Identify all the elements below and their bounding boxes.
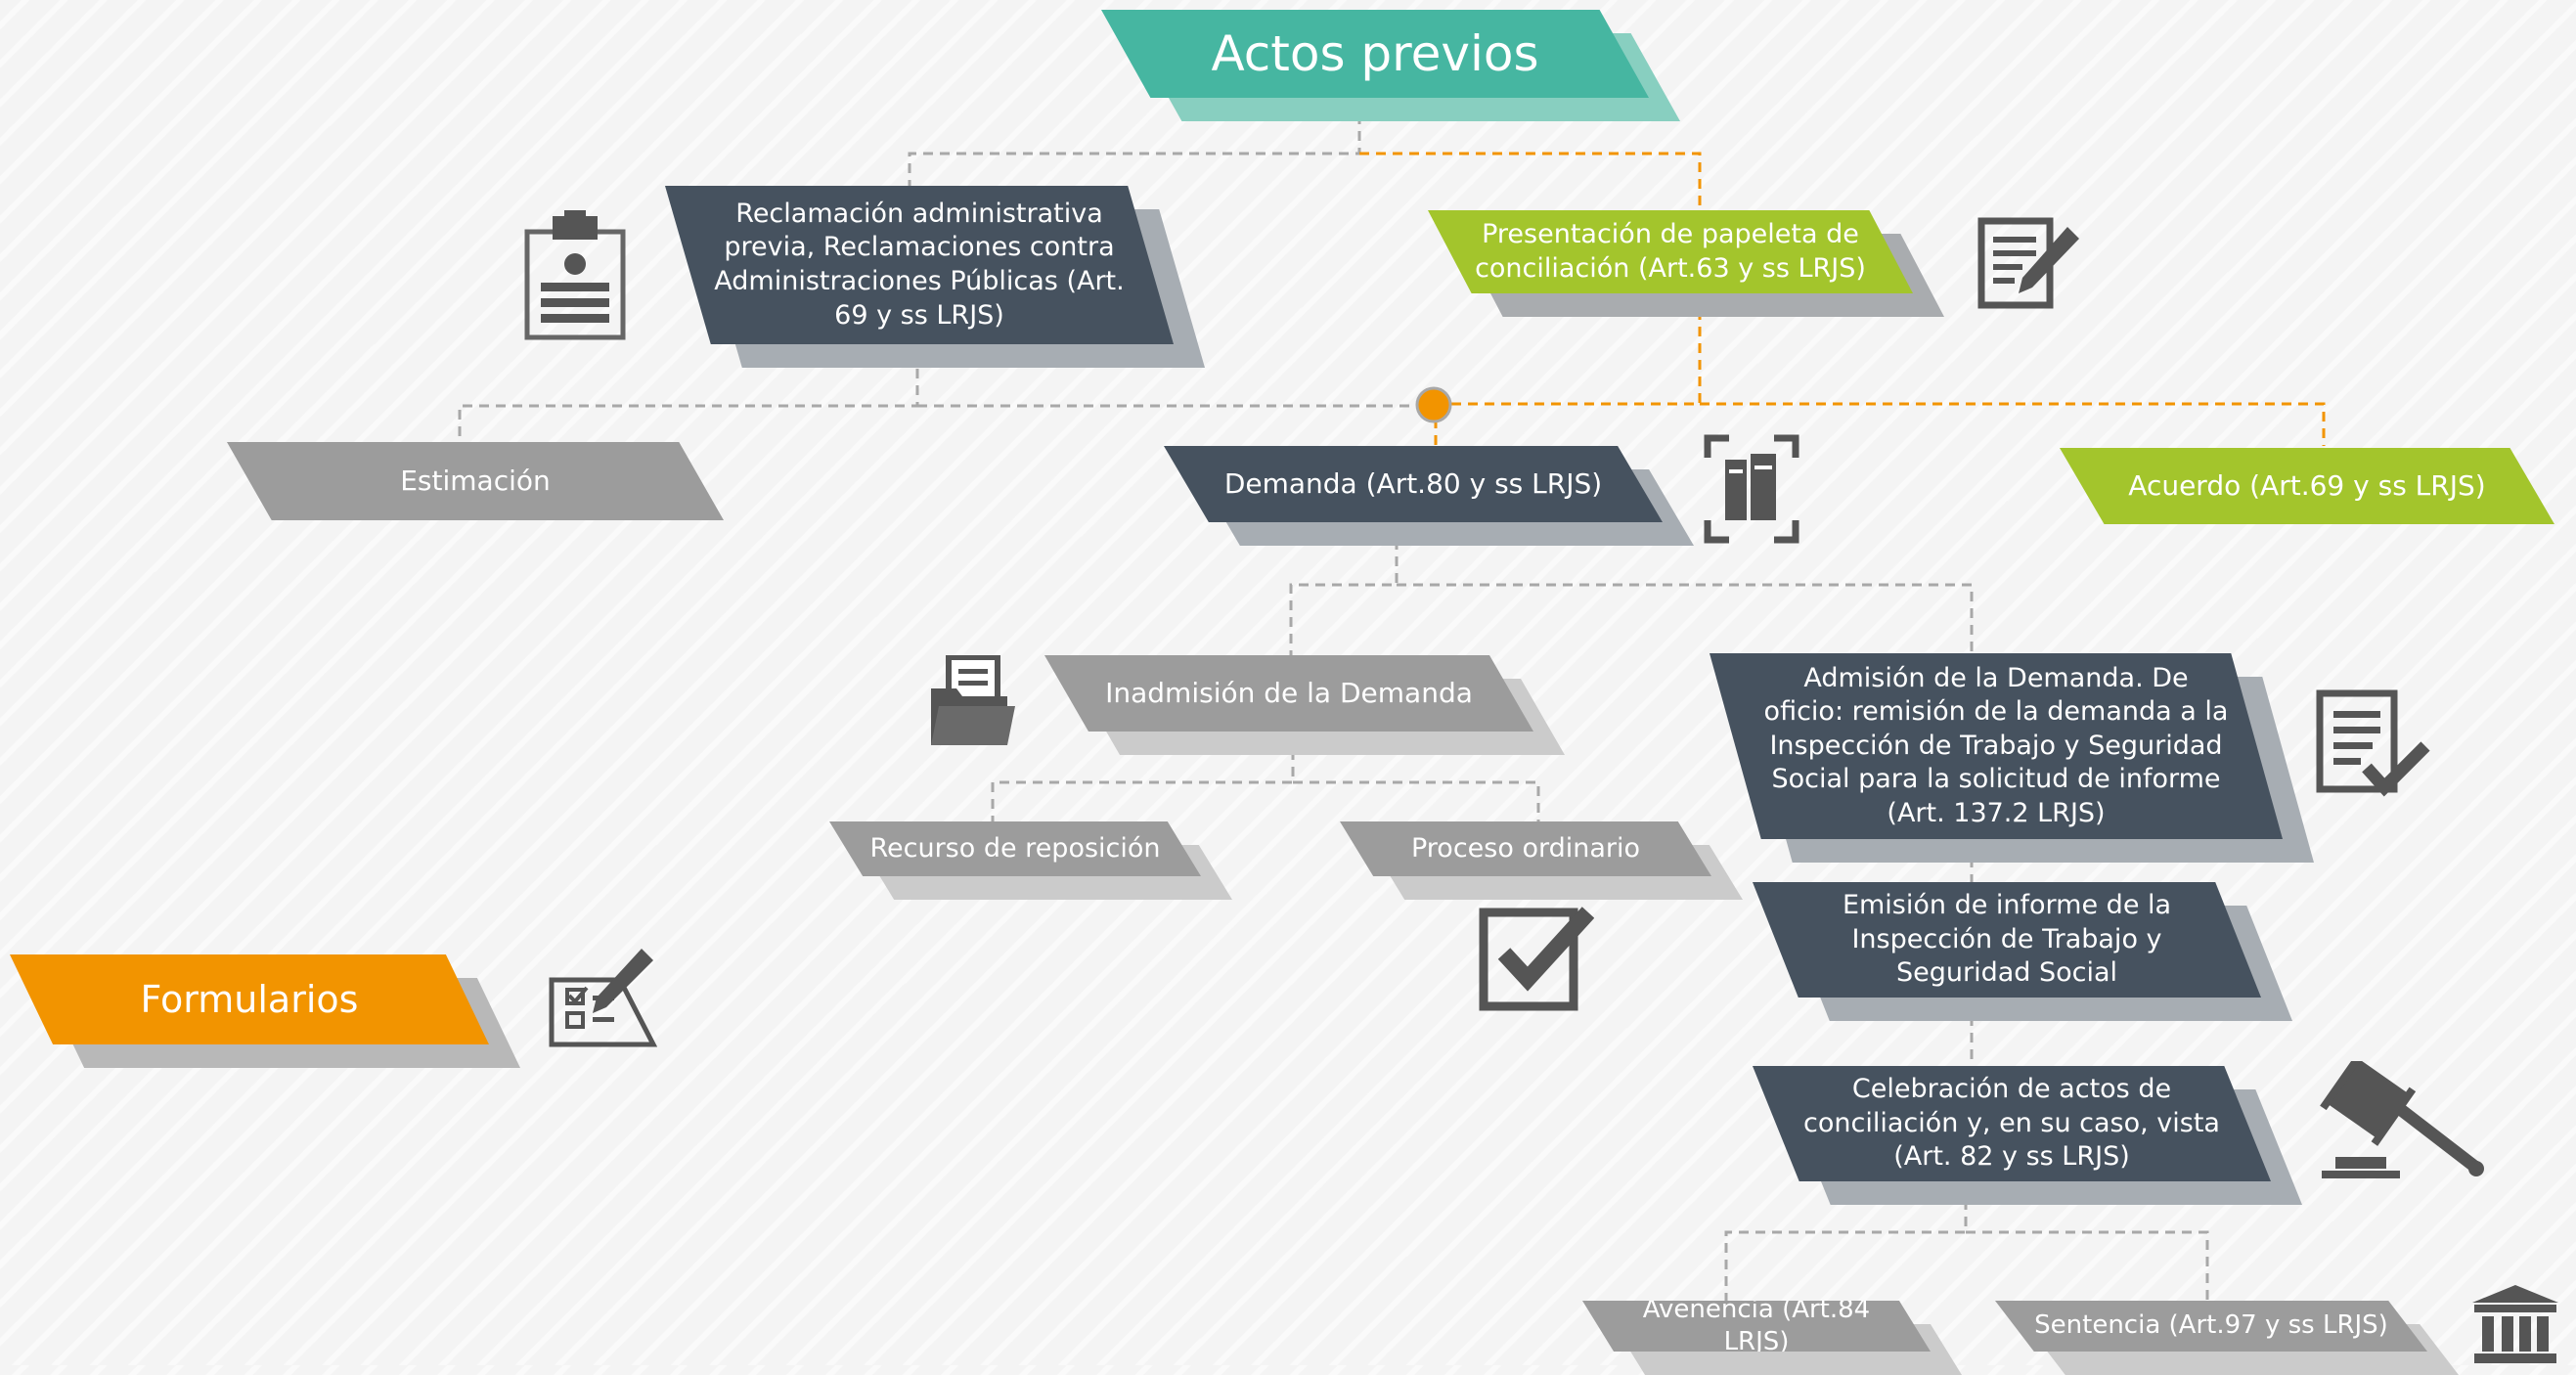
node-demanda[interactable]: Demanda (Art.80 y ss LRJS) (1164, 446, 1694, 546)
node-emision[interactable]: Emisión de informe de la Inspección de T… (1753, 882, 2292, 1021)
node-admision[interactable]: Admisión de la Demanda. De oficio: remis… (1710, 653, 2314, 863)
node-celebracion-label: Celebración de actos de conciliación y, … (1803, 1074, 2220, 1173)
node-formularios-label: Formularios (140, 977, 359, 1021)
node-avenencia-label: Avenencia (Art.84 LRJS) (1642, 1294, 1871, 1356)
checked-document-icon (2316, 689, 2430, 797)
form-checklist-pencil-icon (549, 949, 657, 1047)
clipboard-id-icon (524, 210, 626, 340)
node-acuerdo[interactable]: Acuerdo (Art.69 y ss LRJS) (2060, 448, 2554, 524)
node-estimacion[interactable]: Estimación (227, 442, 724, 520)
courthouse-icon (2472, 1285, 2558, 1363)
node-admision-label: Admisión de la Demanda. De oficio: remis… (1763, 662, 2229, 828)
node-reclamacion-label: Reclamación administrativa previa, Recla… (714, 198, 1125, 331)
node-estimacion-label: Estimación (400, 465, 551, 498)
node-proceso-label: Proceso ordinario (1410, 832, 1641, 864)
node-papeleta[interactable]: Presentación de papeleta de conciliación… (1428, 210, 1944, 317)
node-demanda-label: Demanda (Art.80 y ss LRJS) (1223, 467, 1603, 501)
edit-document-icon (1977, 217, 2079, 309)
connector-inadmision-proceso (1293, 780, 1540, 821)
node-actos-previos[interactable]: Actos previos (1101, 10, 1680, 121)
node-inadmision[interactable]: Inadmisión de la Demanda (1044, 655, 1565, 755)
connector-demanda-admision (1397, 583, 1974, 653)
node-formularios[interactable]: Formularios (10, 954, 520, 1068)
node-reclamacion[interactable]: Reclamación administrativa previa, Recla… (665, 186, 1205, 368)
node-papeleta-label: Presentación de papeleta de conciliación… (1475, 218, 1866, 284)
node-inadmision-label: Inadmisión de la Demanda (1105, 677, 1473, 710)
node-recurso-label: Recurso de reposición (869, 832, 1161, 864)
node-sentencia-label: Sentencia (Art.97 y ss LRJS) (2034, 1310, 2388, 1341)
junction-node (1415, 386, 1452, 423)
node-recurso[interactable]: Recurso de reposición (829, 821, 1232, 900)
node-acuerdo-label: Acuerdo (Art.69 y ss LRJS) (2128, 469, 2486, 503)
law-books-icon (1704, 434, 1799, 544)
node-proceso[interactable]: Proceso ordinario (1340, 821, 1743, 900)
connector-actos-papeleta (1359, 152, 1702, 210)
node-emision-label: Emisión de informe de la Inspección de T… (1842, 890, 2172, 989)
node-sentencia[interactable]: Sentencia (Art.97 y ss LRJS) (1995, 1301, 2459, 1375)
gavel-icon (2320, 1061, 2484, 1178)
connector-celebracion-sentencia (1966, 1230, 2209, 1307)
node-avenencia[interactable]: Avenencia (Art.84 LRJS) (1582, 1301, 1962, 1375)
folder-document-icon (931, 655, 1015, 745)
checkbox-checked-icon (1479, 907, 1594, 1011)
node-actos-previos-label: Actos previos (1211, 25, 1539, 82)
node-celebracion[interactable]: Celebración de actos de conciliación y, … (1753, 1066, 2302, 1205)
